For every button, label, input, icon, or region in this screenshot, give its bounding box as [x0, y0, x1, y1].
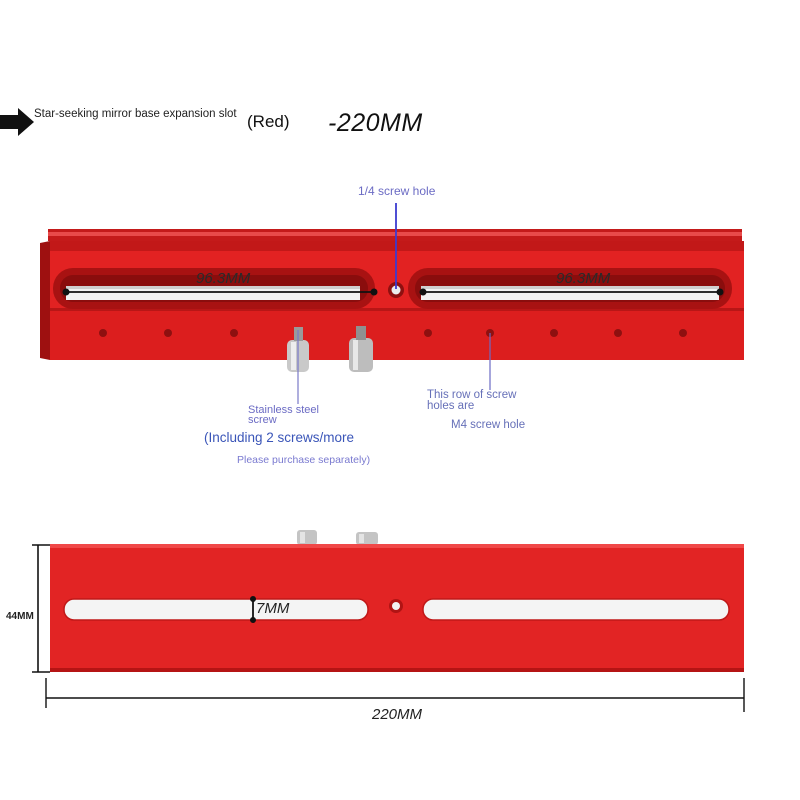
product-title: Star-seeking mirror base expansion slot: [34, 108, 237, 120]
stainless-screw: [349, 326, 373, 372]
slot-right: [422, 598, 730, 621]
including-screws-label: (Including 2 screws/more: [204, 430, 355, 445]
arrow-right-icon: [0, 108, 34, 136]
rail-top-view: [40, 203, 744, 404]
rail-flat-view: [32, 530, 745, 712]
m4-hole-label: M4 screw hole: [451, 419, 526, 431]
length-label: 220MM: [372, 706, 423, 723]
product-color: (Red): [247, 112, 290, 131]
product-size: -220MM: [328, 109, 423, 137]
m4-hole-row: [99, 329, 687, 337]
slot-width-label: 7MM: [256, 600, 290, 617]
purchase-separately-label: Please purchase separately): [237, 454, 371, 466]
height-label: 44MM: [6, 611, 34, 622]
slot-right-length: 96.3MM: [556, 270, 611, 287]
screw-hole-label: 1/4 screw hole: [358, 184, 436, 198]
slot-left-length: 96.3MM: [196, 270, 251, 287]
stainless-steel-label: Stainless steel screw: [248, 404, 319, 426]
hole-row-label: This row of screw holes are: [427, 389, 517, 412]
slot-left: [63, 598, 369, 621]
